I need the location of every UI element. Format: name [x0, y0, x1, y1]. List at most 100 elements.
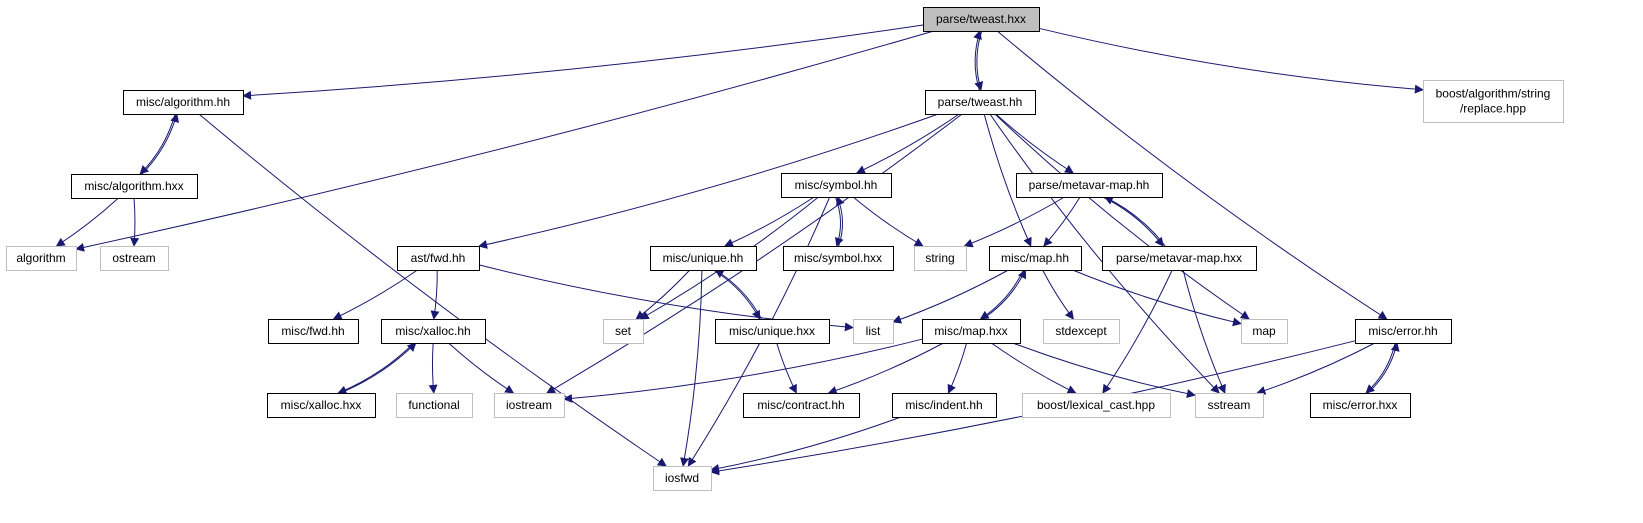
edge-tweast-hh-to-map-hh [983, 113, 1032, 247]
node-label: parse/tweast.hxx [936, 12, 1026, 26]
edge-tweast-hxx-to-boost-replace [1038, 27, 1424, 94]
node-box [1195, 393, 1264, 418]
node-iostream[interactable]: iostream [494, 393, 565, 418]
edge-algorithm-hxx-to-algorithm [55, 197, 119, 247]
edge-map-hxx-to-indent-hh [947, 342, 968, 394]
node-map-hh[interactable]: misc/map.hh [989, 246, 1082, 271]
edge-tweast-hxx-to-error-hh [996, 30, 1388, 320]
edge-unique-hxx-to-unique-hh [714, 269, 763, 320]
node-box [381, 319, 486, 344]
node-label: misc/algorithm.hxx [84, 179, 183, 193]
node-label: misc/error.hxx [1323, 398, 1398, 412]
edge-unique-hh-to-iosfwd [680, 269, 703, 467]
node-box [650, 246, 757, 271]
node-box [653, 466, 712, 491]
node-box [1016, 173, 1163, 198]
node-box [715, 319, 830, 344]
node-box [1102, 246, 1257, 271]
node-misc-fwd[interactable]: misc/fwd.hh [268, 319, 359, 344]
node-xalloc-hh[interactable]: misc/xalloc.hh [381, 319, 486, 344]
node-label: parse/metavar-map.hh [1029, 178, 1150, 192]
node-label: ast/fwd.hh [411, 251, 466, 265]
node-ostream[interactable]: ostream [100, 246, 169, 271]
node-unique-hh[interactable]: misc/unique.hh [650, 246, 757, 271]
node-label: parse/tweast.hh [938, 95, 1023, 109]
node-label: map [1252, 324, 1276, 338]
edge-metavar-hh-to-map-hh [1043, 196, 1081, 247]
edge-xalloc-hh-to-functional [428, 342, 438, 394]
node-metavar-hxx[interactable]: parse/metavar-map.hxx [1102, 246, 1257, 271]
node-label: misc/contract.hh [757, 398, 844, 412]
edge-error-hxx-to-error-hh [1367, 342, 1400, 394]
node-box [781, 173, 892, 198]
edge-symbol-hh-to-string [852, 196, 924, 247]
node-box [1310, 393, 1411, 418]
node-box [743, 393, 860, 418]
node-error-hxx[interactable]: misc/error.hxx [1310, 393, 1411, 418]
node-label: misc/indent.hh [905, 398, 982, 412]
edge-xalloc-hh-to-xalloc-hxx [337, 342, 415, 395]
node-label: misc/unique.hh [663, 251, 744, 265]
node-label: ostream [112, 251, 155, 265]
node-symbol-hxx[interactable]: misc/symbol.hxx [783, 246, 894, 271]
edge-indent-hh-to-iosfwd [710, 416, 902, 473]
node-metavar-hh[interactable]: parse/metavar-map.hh [1016, 173, 1163, 198]
node-algorithm[interactable]: algorithm [6, 246, 77, 271]
node-label: algorithm [16, 251, 65, 265]
edge-error-hh-to-sstream [1256, 342, 1376, 395]
node-box [1022, 393, 1171, 418]
node-map-hxx[interactable]: misc/map.hxx [922, 319, 1021, 344]
node-xalloc-hxx[interactable]: misc/xalloc.hxx [267, 393, 376, 418]
edge-algorithm-hxx-to-algorithm-hh [141, 113, 180, 175]
edge-algorithm-hh-to-algorithm-hxx [139, 113, 176, 175]
node-tweast-hxx[interactable]: parse/tweast.hxx [923, 7, 1040, 32]
node-lexical-cast[interactable]: boost/lexical_cast.hpp [1022, 393, 1171, 418]
edge-unique-hh-to-set [635, 269, 691, 320]
node-label: misc/map.hh [1001, 251, 1069, 265]
edge-unique-hh-to-unique-hxx [713, 269, 761, 320]
node-iosfwd[interactable]: iosfwd [653, 466, 712, 491]
node-list[interactable]: list [853, 319, 894, 344]
node-map[interactable]: map [1241, 319, 1288, 344]
node-tweast-hh[interactable]: parse/tweast.hh [925, 90, 1036, 115]
node-label: stdexcept [1055, 324, 1107, 338]
edge-tweast-hh-to-tweast-hxx [973, 30, 982, 91]
edge-metavar-hxx-to-sstream [1182, 269, 1226, 394]
edge-tweast-hxx-to-algorithm-hh [242, 24, 924, 100]
node-algorithm-hh[interactable]: misc/algorithm.hh [123, 90, 244, 115]
node-algorithm-hxx[interactable]: misc/algorithm.hxx [71, 174, 198, 199]
node-label: misc/map.hxx [934, 324, 1007, 338]
node-label: sstream [1208, 398, 1251, 412]
node-sstream[interactable]: sstream [1195, 393, 1264, 418]
node-contract-hh[interactable]: misc/contract.hh [743, 393, 860, 418]
node-label: misc/algorithm.hh [136, 95, 230, 109]
node-label: misc/xalloc.hxx [281, 398, 362, 412]
node-label: boost/lexical_cast.hpp [1037, 398, 1155, 412]
node-label: misc/symbol.hxx [794, 251, 882, 265]
node-unique-hxx[interactable]: misc/unique.hxx [715, 319, 830, 344]
node-label: iostream [506, 398, 552, 412]
node-error-hh[interactable]: misc/error.hh [1355, 319, 1452, 344]
node-functional[interactable]: functional [396, 393, 473, 418]
node-label: boost/algorithm/string [1436, 87, 1551, 101]
node-string[interactable]: string [914, 246, 967, 271]
node-symbol-hh[interactable]: misc/symbol.hh [781, 173, 892, 198]
edge-map-hh-to-stdexcept [1042, 269, 1074, 320]
node-indent-hh[interactable]: misc/indent.hh [892, 393, 997, 418]
node-ast-fwd[interactable]: ast/fwd.hh [397, 246, 480, 271]
edge-metavar-hh-to-string [963, 196, 1065, 248]
edge-symbol-hh-to-unique-hh [724, 196, 815, 247]
edge-tweast-hh-to-ast-fwd [478, 113, 939, 249]
node-boost-replace[interactable]: boost/algorithm/string/replace.hpp [1423, 80, 1564, 123]
node-stdexcept[interactable]: stdexcept [1043, 319, 1120, 344]
node-set[interactable]: set [603, 319, 644, 344]
edge-metavar-hxx-to-metavar-hh [1103, 196, 1166, 247]
node-label: misc/error.hh [1368, 324, 1437, 338]
edges-layer [55, 24, 1424, 476]
edge-tweast-hh-to-sstream [989, 113, 1220, 394]
edge-map-hxx-to-sstream [1012, 342, 1196, 399]
edge-tweast-hh-to-symbol-hh [855, 113, 960, 174]
node-box [923, 7, 1040, 32]
node-label: /replace.hpp [1460, 102, 1526, 116]
